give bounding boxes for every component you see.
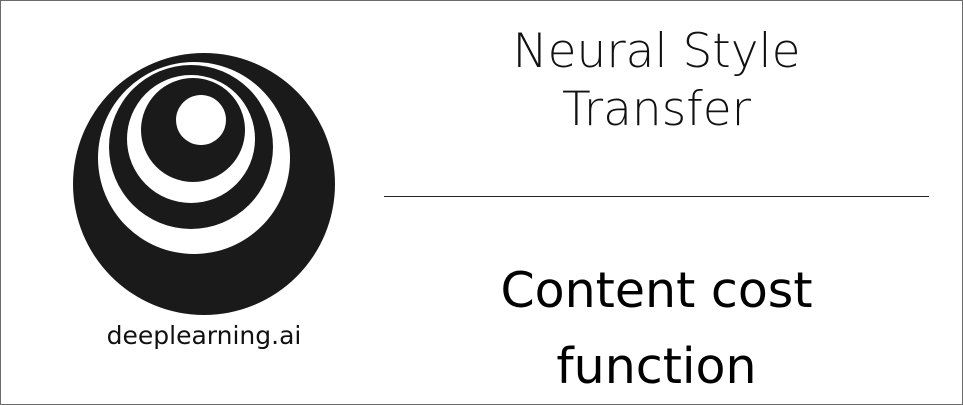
title-divider [384, 196, 929, 197]
slide-title-line-2: Transfer [562, 82, 751, 137]
slide-title-line-1: Neural Style [512, 24, 801, 79]
logo-center-dot [176, 95, 226, 145]
logo-graphic [73, 53, 335, 315]
slide-title: Neural Style Transfer [384, 23, 929, 139]
slide-subtitle-line-1: Content cost [500, 262, 813, 319]
slide-subtitle: Content cost function [384, 253, 929, 404]
brand-name: deeplearning.ai [106, 321, 302, 350]
slide-subtitle-line-2: function [556, 338, 757, 395]
deeplearning-ai-logo-icon [73, 53, 335, 315]
